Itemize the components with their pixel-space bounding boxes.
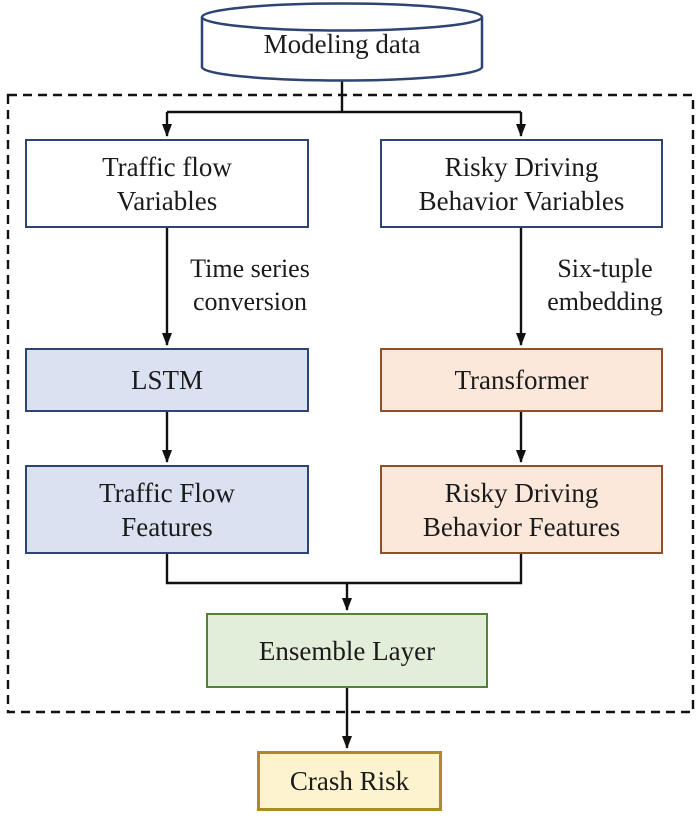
traffic-features-line2: Features [121,511,213,542]
transformer-node: Transformer [380,348,663,412]
six-tuple-embedding-label: Six-tuple embedding [530,252,680,318]
dashed-frame [6,93,695,714]
traffic-flow-features-node: Traffic Flow Features [25,465,309,554]
risky-features-line2: Behavior Features [422,511,621,542]
six-tuple-label-line2: embedding [547,287,663,316]
risky-driving-behavior-variables-node: Risky Driving Behavior Variables [380,139,663,228]
traffic-flow-variables-line2: Variables [116,185,218,216]
edge-merge-bar [165,554,523,585]
time-series-conversion-label: Time series conversion [172,252,328,318]
modeling-data-label: Modeling data [263,29,421,59]
traffic-features-line1: Traffic Flow [99,477,235,508]
risky-variables-line2: Behavior Variables [418,185,625,216]
risky-variables-line1: Risky Driving [444,151,599,182]
six-tuple-label-line1: Six-tuple [557,254,653,283]
database-cylinder-icon [200,2,484,82]
ensemble-layer-node: Ensemble Layer [206,613,488,688]
risky-driving-behavior-features-node: Risky Driving Behavior Features [380,465,663,554]
traffic-flow-variables-line1: Traffic flow [102,151,232,182]
crash-risk-node: Crash Risk [257,751,442,811]
time-series-label-line2: conversion [192,287,308,316]
risky-features-line1: Risky Driving [444,477,599,508]
lstm-label: LSTM [130,365,203,395]
modeling-data-node: Modeling data [202,22,482,67]
traffic-flow-variables-node: Traffic flow Variables [25,139,309,228]
transformer-label: Transformer [454,365,589,395]
crash-risk-label: Crash Risk [289,766,410,796]
time-series-label-line1: Time series [190,254,310,283]
ensemble-layer-label: Ensemble Layer [258,635,436,666]
lstm-node: LSTM [25,348,309,412]
